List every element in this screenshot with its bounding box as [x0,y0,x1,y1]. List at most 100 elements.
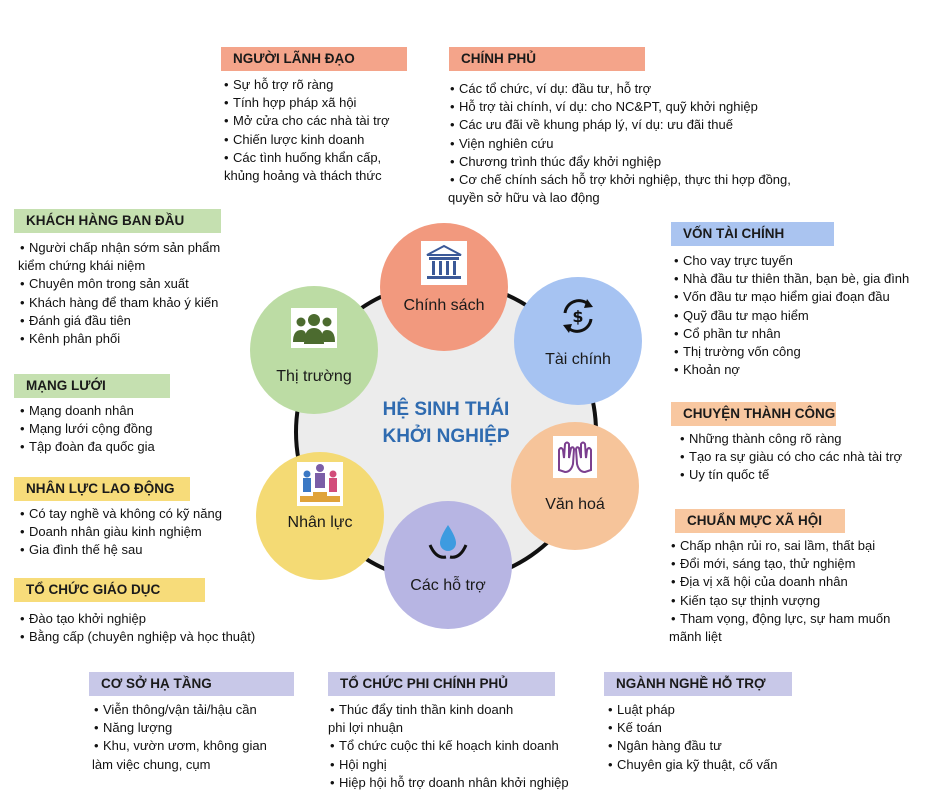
list-item: Kế toán [608,719,777,737]
list-item: Khu, vườn ươm, không gian [94,737,267,755]
list-item: Hội nghị [330,756,569,774]
list-item: Cho vay trực tuyến [674,252,909,270]
education-header: TỔ CHỨC GIÁO DỤC [14,578,205,602]
capital-header: VỐN TÀI CHÍNH [671,222,834,246]
list-item: Thị trường vốn công [674,343,909,361]
networks-list: Mạng doanh nhân Mạng lưới cộng đồng Tập … [20,402,155,457]
list-item: Năng lượng [94,719,267,737]
node-finance: $ Tài chính [514,277,642,405]
leaders-list: Sự hỗ trợ rõ ràng Tính hợp pháp xã hội M… [224,76,390,185]
list-item: Hỗ trợ tài chính, ví dụ: cho NC&PT, quỹ … [450,98,791,116]
infrastructure-header: CƠ SỞ HẠ TẦNG [89,672,294,696]
list-item: Gia đình thế hệ sau [20,541,222,559]
list-item: Chuyên môn trong sản xuất [20,275,220,293]
early-customers-list: Người chấp nhận sớm sản phẩm kiểm chứng … [18,239,220,348]
list-item: Viện nghiên cứu [450,135,791,153]
center-title: HỆ SINH THÁI KHỞI NGHIỆP [346,396,546,450]
list-item: Tính hợp pháp xã hội [224,94,390,112]
node-support-label: Các hỗ trợ [410,577,486,594]
norms-header: CHUẨN MỰC XÃ HỘI [675,509,845,533]
list-item: Kênh phân phối [20,330,220,348]
list-item: Thúc đẩy tinh thần kinh doanh [330,701,569,719]
list-item-continued: phi lợi nhuận [328,720,404,736]
svg-text:$: $ [572,307,583,326]
ngo-list: Thúc đẩy tinh thần kinh doanh phi lợi nh… [328,701,569,792]
list-item: Mạng lưới cộng đồng [20,420,155,438]
node-culture-label: Văn hoá [545,496,605,513]
center-title-line1: HỆ SINH THÁI [382,399,510,420]
norms-list: Chấp nhận rủi ro, sai lầm, thất bại Đổi … [669,537,890,646]
list-item: Khách hàng để tham khảo ý kiến [20,294,220,312]
labor-header: NHÂN LỰC LAO ĐỘNG [14,477,190,501]
list-item: Tạo ra sự giàu có cho các nhà tài trợ [680,448,902,466]
water-hands-icon [428,525,468,559]
list-item: Những thành công rõ ràng [680,430,902,448]
list-item: Luật pháp [608,701,777,719]
node-human-label: Nhân lực [287,514,353,531]
people-group-icon [291,308,337,348]
list-item: Viễn thông/vận tải/hậu cần [94,701,267,719]
government-list: Các tổ chức, ví dụ: đầu tư, hỗ trợ Hỗ tr… [448,80,791,207]
list-item: Có tay nghề và không có kỹ năng [20,505,222,523]
list-item: Ngân hàng đầu tư [608,737,777,755]
list-item-continued: khủng hoảng và thách thức [224,168,382,184]
list-item: Hiệp hội hỗ trợ doanh nhân khởi nghiệp [330,774,569,792]
list-item: Tập đoàn đa quốc gia [20,438,155,456]
list-item: Bằng cấp (chuyên nghiệp và học thuật) [20,628,255,646]
government-header: CHÍNH PHỦ [449,47,645,71]
education-list: Đào tạo khởi nghiệp Bằng cấp (chuyên ngh… [20,610,255,647]
list-item-continued: kiểm chứng khái niệm [18,258,146,274]
list-item-continued: làm việc chung, cụm [92,756,211,772]
center-title-line2: KHỞI NGHIỆP [382,426,510,447]
node-market-label: Thị trường [276,368,352,385]
ngo-header: TỔ CHỨC PHI CHÍNH PHỦ [328,672,555,696]
leaders-header: NGƯỜI LÃNH ĐẠO [221,47,407,71]
list-item: Đổi mới, sáng tạo, thử nghiệm [671,555,890,573]
list-item: Các tình huống khẩn cấp, [224,149,390,167]
list-item: Doanh nhân giàu kinh nghiệm [20,523,222,541]
list-item: Quỹ đầu tư mạo hiểm [674,307,909,325]
bank-icon [421,241,467,285]
list-item: Cơ chế chính sách hỗ trợ khởi nghiệp, th… [450,171,791,189]
list-item: Nhà đầu tư thiên thần, bạn bè, gia đình [674,270,909,288]
list-item: Mạng doanh nhân [20,402,155,420]
list-item: Chuyên gia kỹ thuật, cố vấn [608,756,777,774]
node-policy-label: Chính sách [403,297,485,314]
capital-list: Cho vay trực tuyến Nhà đầu tư thiên thần… [674,252,909,380]
success-list: Những thành công rõ ràng Tạo ra sự giàu … [680,430,902,485]
node-policy: Chính sách [380,223,508,351]
node-market: Thị trường [250,286,378,414]
early-customers-header: KHÁCH HÀNG BAN ĐẦU [14,209,221,233]
networks-header: MẠNG LƯỚI [14,374,170,398]
infrastructure-list: Viễn thông/vận tải/hậu cần Năng lượng Kh… [92,701,267,774]
node-human: Nhân lực [256,452,384,580]
node-support: Các hỗ trợ [384,501,512,629]
list-item: Địa vị xã hội của doanh nhân [671,573,890,591]
support-prof-list: Luật pháp Kế toán Ngân hàng đầu tư Chuyê… [608,701,777,774]
list-item: Tham vọng, động lực, sự ham muốn [671,610,890,628]
labor-list: Có tay nghề và không có kỹ năng Doanh nh… [20,505,222,560]
list-item: Đánh giá đầu tiên [20,312,220,330]
podium-people-icon [297,462,343,506]
list-item: Vốn đầu tư mạo hiểm giai đoạn đầu [674,288,909,306]
node-culture: Văn hoá [511,422,639,550]
list-item: Sự hỗ trợ rõ ràng [224,76,390,94]
support-prof-header: NGÀNH NGHỀ HỖ TRỢ [604,672,792,696]
list-item: Uy tín quốc tế [680,466,902,484]
list-item: Các tổ chức, ví dụ: đầu tư, hỗ trợ [450,80,791,98]
list-item: Chiến lược kinh doanh [224,131,390,149]
success-header: CHUYỆN THÀNH CÔNG [671,402,836,426]
list-item: Người chấp nhận sớm sản phẩm [20,239,220,257]
list-item: Mở cửa cho các nhà tài trợ [224,112,390,130]
list-item: Chấp nhận rủi ro, sai lầm, thất bại [671,537,890,555]
hands-icon [553,436,597,478]
list-item: Kiến tạo sự thịnh vượng [671,592,890,610]
list-item: Đào tạo khởi nghiệp [20,610,255,628]
list-item-continued: mãnh liệt [669,629,722,645]
list-item: Chương trình thúc đẩy khởi nghiệp [450,153,791,171]
list-item: Các ưu đãi về khung pháp lý, ví dụ: ưu đ… [450,116,791,134]
dollar-cycle-icon: $ [563,299,593,333]
list-item-continued: quyền sở hữu và lao động [448,190,600,206]
list-item: Cổ phần tư nhân [674,325,909,343]
list-item: Tổ chức cuộc thi kế hoạch kinh doanh [330,737,569,755]
